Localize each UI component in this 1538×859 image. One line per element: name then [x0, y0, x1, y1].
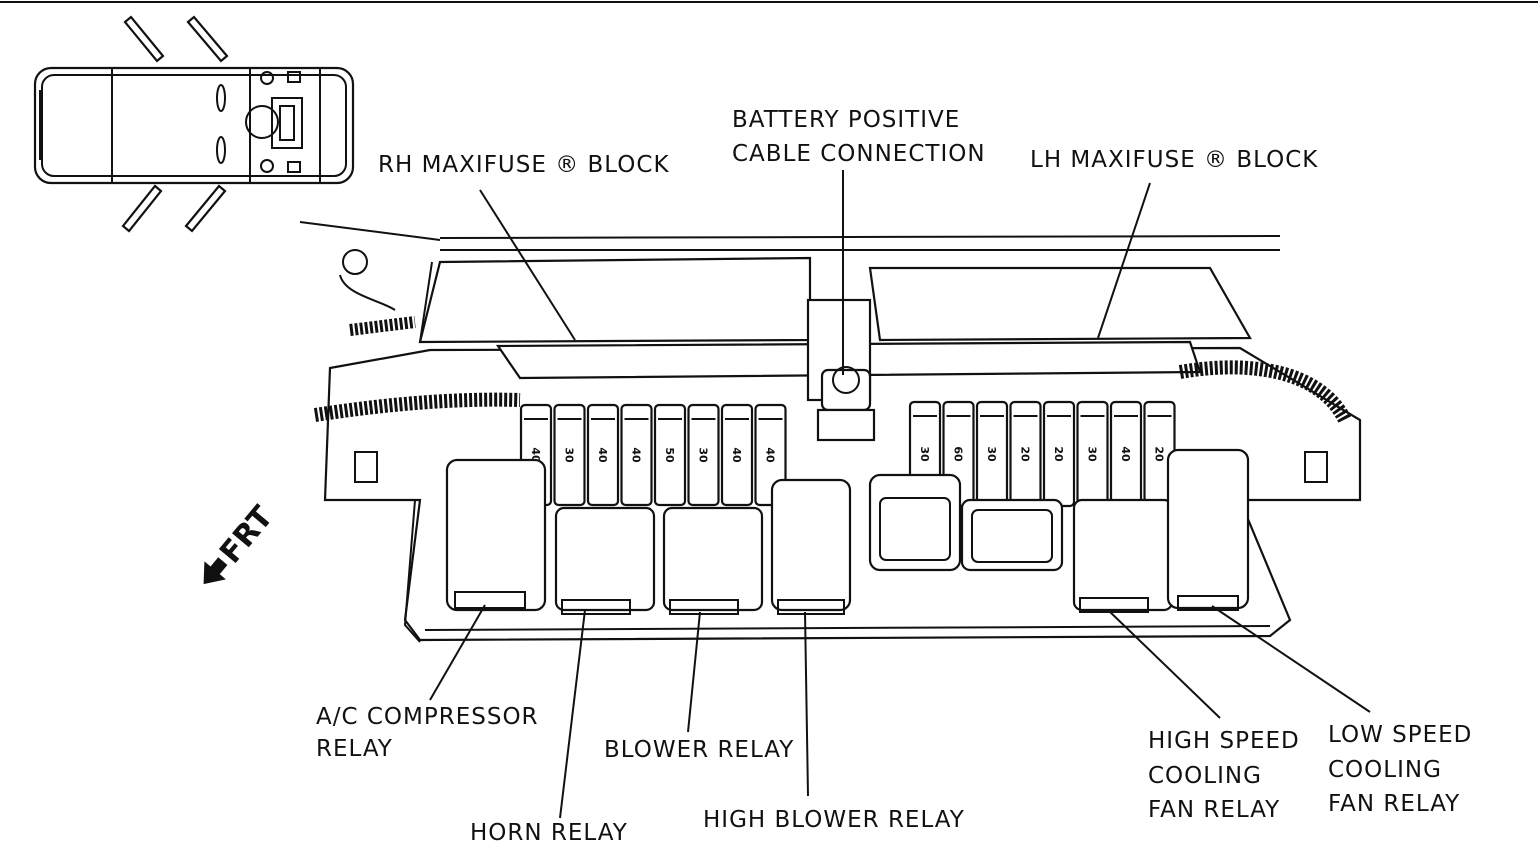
leader-lines [429, 170, 1371, 819]
rh-fuse-7-rating: 40 [730, 447, 743, 463]
low-speed-fan-label-line2: COOLING [1328, 757, 1442, 783]
rh-fuse-3: 40 [586, 403, 620, 507]
rh-fuse-6-rating: 30 [697, 447, 710, 463]
ac-compressor-label-line2: RELAY [316, 736, 393, 762]
front-label: FRT [213, 499, 280, 570]
vehicle-locator-icon [33, 15, 355, 233]
battery-positive-label-line2: CABLE CONNECTION [732, 141, 986, 167]
lh-fuse-6: 30 [1076, 400, 1109, 508]
lh-fuse-7: 40 [1109, 400, 1143, 508]
blower-relay-label: BLOWER RELAY [604, 737, 794, 763]
high-blower-relay [770, 478, 852, 615]
callout-labels: RH MAXIFUSE ® BLOCK BATTERY POSITIVE CAB… [316, 107, 1472, 846]
lh-fuse-3-rating: 30 [985, 446, 998, 462]
ac-compressor-label-line1: A/C COMPRESSOR [316, 704, 539, 730]
high-speed-cooling-fan-relay [1072, 498, 1174, 613]
rh-fuse-2-rating: 30 [563, 447, 576, 463]
lh-fuse-4: 20 [1009, 400, 1042, 508]
low-speed-fan-label-line1: LOW SPEED [1328, 722, 1472, 748]
high-speed-fan-label-line2: COOLING [1148, 763, 1262, 789]
rh-fuse-3-rating: 40 [596, 447, 609, 463]
ac-compressor-relay [445, 458, 547, 612]
rh-fuse-7: 40 [720, 403, 754, 507]
lh-fuse-8-rating: 20 [1153, 446, 1166, 462]
high-blower-relay-label: HIGH BLOWER RELAY [703, 807, 965, 833]
low-speed-cooling-fan-relay [1166, 448, 1250, 611]
lh-fuse-7-rating: 40 [1119, 446, 1132, 462]
relays [445, 448, 1250, 615]
rh-fuse-5: 50 [653, 403, 687, 507]
horn-relay [554, 506, 656, 615]
blower-relay [662, 506, 764, 615]
lh-fuse-2-rating: 60 [952, 446, 965, 462]
lh-fuse-5: 20 [1042, 400, 1076, 508]
lh-fuse-3: 30 [975, 400, 1009, 508]
rh-fuse-2: 30 [553, 403, 586, 507]
rh-fuse-4: 40 [620, 403, 653, 507]
front-arrow-icon: FRT [203, 499, 281, 585]
low-speed-fan-label-line3: FAN RELAY [1328, 791, 1460, 817]
lh-fuse-4-rating: 20 [1019, 446, 1032, 462]
rh-fuse-8-rating: 40 [764, 447, 777, 463]
rh-fuse-5-rating: 50 [663, 447, 676, 463]
lh-fuse-6-rating: 30 [1086, 446, 1099, 462]
lh-fuse-5-rating: 20 [1052, 446, 1065, 462]
empty-relay-slots [868, 473, 1064, 572]
rh-fuse-4-rating: 40 [630, 447, 643, 463]
lh-maxifuse-block-label: LH MAXIFUSE ® BLOCK [1030, 147, 1318, 173]
horn-relay-label: HORN RELAY [470, 820, 628, 846]
high-speed-fan-label-line3: FAN RELAY [1148, 797, 1280, 823]
battery-positive-label-line1: BATTERY POSITIVE [732, 107, 960, 133]
rh-maxifuse-block-label: RH MAXIFUSE ® BLOCK [378, 152, 670, 178]
rh-fuse-6: 30 [687, 403, 720, 507]
lh-fuse-1-rating: 30 [918, 446, 931, 462]
high-speed-fan-label-line1: HIGH SPEED [1148, 728, 1300, 754]
